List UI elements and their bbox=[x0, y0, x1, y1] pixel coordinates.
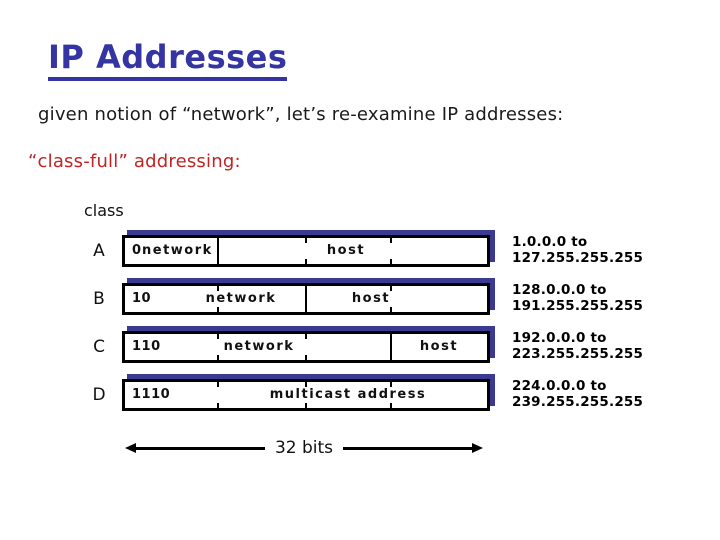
bits-width-arrow: 32 bits bbox=[125, 438, 484, 458]
byte-boundary-tick bbox=[390, 307, 392, 312]
class-c-leading-bits: 110 bbox=[132, 339, 161, 354]
class-c-row: C 110 network host 192.0.0.0 to 223.255.… bbox=[0, 330, 720, 363]
class-b-host-field-label: host bbox=[351, 291, 391, 306]
arrowhead-left-icon bbox=[125, 443, 136, 453]
field-divider-line bbox=[217, 238, 219, 264]
class-d-letter: D bbox=[92, 385, 106, 405]
class-c-host-field-label: host bbox=[419, 339, 459, 354]
byte-boundary-tick bbox=[217, 403, 219, 408]
class-b-row: B 10 network host 128.0.0.0 to 191.255.2… bbox=[0, 282, 720, 315]
class-b-address-box: 10 network host bbox=[122, 283, 490, 315]
byte-boundary-tick bbox=[305, 334, 307, 339]
byte-boundary-tick bbox=[305, 403, 307, 408]
class-d-leading-bits: 1110 bbox=[132, 387, 171, 402]
class-b-address-range: 128.0.0.0 to 191.255.255.255 bbox=[512, 282, 643, 314]
field-divider-line bbox=[305, 286, 307, 312]
range-line: 191.255.255.255 bbox=[512, 298, 644, 314]
range-line: 1.0.0.0 to bbox=[512, 234, 588, 250]
class-a-letter: A bbox=[93, 241, 105, 261]
range-line: 224.0.0.0 to bbox=[512, 378, 607, 394]
byte-boundary-tick bbox=[390, 382, 392, 387]
page-title: IP Addresses bbox=[48, 39, 288, 82]
class-a-address-range: 1.0.0.0 to 127.255.255.255 bbox=[512, 234, 643, 266]
bits-width-label: 32 bits bbox=[274, 438, 334, 458]
arrow-line bbox=[343, 446, 473, 450]
class-c-network-field-label: network bbox=[223, 339, 295, 354]
range-line: 223.255.255.255 bbox=[512, 346, 644, 362]
classfull-subheading: “class-full” addressing: bbox=[28, 151, 241, 172]
class-d-multicast-field-label: multicast address bbox=[269, 387, 427, 402]
byte-boundary-tick bbox=[217, 286, 219, 291]
class-b-leading-bits: 10 bbox=[132, 291, 152, 306]
range-line: 127.255.255.255 bbox=[512, 250, 644, 266]
byte-boundary-tick bbox=[390, 259, 392, 264]
class-d-address-range: 224.0.0.0 to 239.255.255.255 bbox=[512, 378, 643, 410]
byte-boundary-tick bbox=[390, 403, 392, 408]
class-column-label: class bbox=[84, 201, 124, 220]
range-line: 128.0.0.0 to bbox=[512, 282, 607, 298]
class-d-row: D 1110 multicast address 224.0.0.0 to 23… bbox=[0, 378, 720, 411]
byte-boundary-tick bbox=[305, 238, 307, 243]
byte-boundary-tick bbox=[305, 355, 307, 360]
class-b-network-field-label: network bbox=[205, 291, 277, 306]
class-a-host-field-label: host bbox=[326, 243, 366, 258]
class-a-network-field-label: network bbox=[142, 243, 213, 258]
byte-boundary-tick bbox=[217, 355, 219, 360]
range-line: 192.0.0.0 to bbox=[512, 330, 607, 346]
class-b-letter: B bbox=[93, 289, 105, 309]
class-c-address-range: 192.0.0.0 to 223.255.255.255 bbox=[512, 330, 643, 362]
class-a-address-box: 0 network host bbox=[122, 235, 490, 267]
arrow-line bbox=[136, 446, 265, 450]
byte-boundary-tick bbox=[305, 382, 307, 387]
byte-boundary-tick bbox=[217, 307, 219, 312]
intro-text: given notion of “network”, let’s re-exam… bbox=[38, 104, 564, 125]
class-c-address-box: 110 network host bbox=[122, 331, 490, 363]
byte-boundary-tick bbox=[390, 286, 392, 291]
byte-boundary-tick bbox=[217, 334, 219, 339]
byte-boundary-tick bbox=[217, 382, 219, 387]
range-line: 239.255.255.255 bbox=[512, 394, 644, 410]
arrowhead-right-icon bbox=[472, 443, 484, 453]
byte-boundary-tick bbox=[390, 238, 392, 243]
byte-boundary-tick bbox=[305, 259, 307, 264]
class-c-letter: C bbox=[93, 337, 105, 357]
class-a-row: A 0 network host 1.0.0.0 to 127.255.255.… bbox=[0, 234, 720, 267]
field-divider-line bbox=[390, 334, 392, 360]
class-d-address-box: 1110 multicast address bbox=[122, 379, 490, 411]
class-a-leading-bits: 0 bbox=[132, 243, 142, 258]
